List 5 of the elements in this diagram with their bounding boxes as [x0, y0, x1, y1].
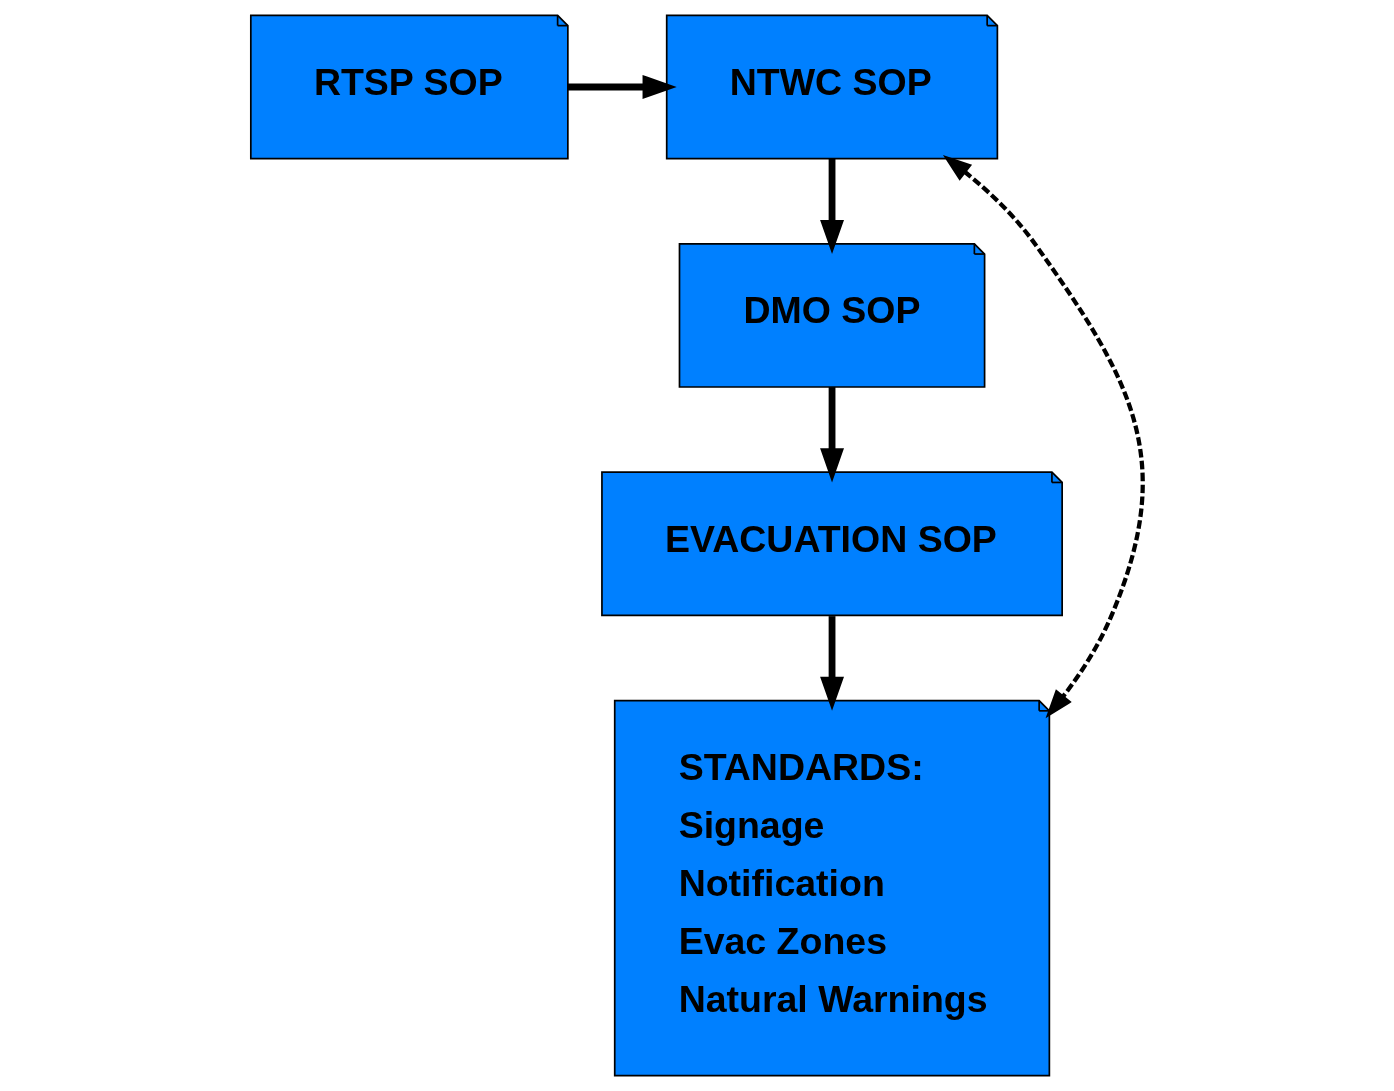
arrow	[567, 75, 677, 99]
arrow	[820, 158, 844, 255]
arrow	[942, 154, 1145, 719]
arrow	[820, 616, 844, 711]
arrow	[820, 387, 844, 483]
